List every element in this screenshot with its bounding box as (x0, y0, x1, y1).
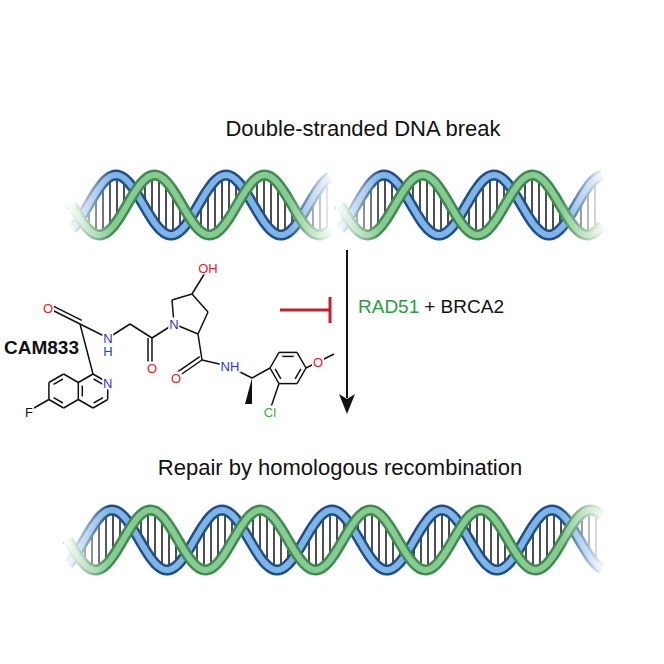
compound-name: CAM833 (4, 337, 79, 359)
atom-label: OH (197, 262, 219, 275)
bond (78, 400, 93, 409)
strand-outline (68, 510, 602, 570)
bond (279, 383, 297, 385)
atom-label: O (146, 362, 158, 375)
protein-name: + BRCA2 (424, 296, 504, 318)
bond (50, 304, 82, 320)
bond (78, 383, 80, 400)
bond (295, 369, 301, 379)
bond (49, 400, 64, 409)
atom-label: N (102, 376, 113, 389)
bond (270, 352, 279, 368)
bond (198, 312, 208, 334)
bond (94, 398, 103, 403)
fade (561, 160, 606, 250)
inhibition-tee (329, 297, 332, 323)
bond (49, 374, 64, 383)
atom-label: NH (220, 360, 241, 373)
atom-label: N (168, 318, 179, 331)
atom-label: N (102, 332, 113, 345)
inhibition-line (280, 309, 330, 312)
arrow-shaft (346, 250, 348, 398)
bond (130, 324, 152, 338)
atom-label: O (312, 356, 324, 369)
bond (297, 368, 306, 384)
inhibition-bar (280, 297, 330, 323)
fade (64, 495, 109, 585)
outcome-label: Repair by homologous recombination (158, 455, 522, 480)
fade (289, 160, 334, 250)
bond (54, 398, 63, 403)
atom-label: O (170, 372, 182, 385)
atom-label: O (42, 302, 54, 315)
bond (275, 369, 281, 379)
bond (270, 368, 279, 384)
molecule-structure (34, 268, 334, 410)
bond (54, 379, 63, 384)
atom-label: H (102, 345, 113, 358)
arrow-head (339, 394, 355, 414)
bond (80, 324, 93, 374)
bond (93, 400, 108, 409)
fade (336, 160, 381, 250)
bond (64, 400, 79, 409)
bond (48, 383, 50, 400)
bond (82, 386, 84, 397)
protein-line: RAD51+ BRCA2 (358, 296, 504, 318)
atom-label: F (24, 406, 34, 419)
dna-helix (64, 495, 606, 585)
diagram-title: Double-stranded DNA break (225, 116, 500, 141)
strand-outline (68, 510, 602, 570)
green-strand (68, 510, 602, 570)
bond (172, 294, 192, 300)
bond (34, 400, 49, 409)
fade (561, 495, 606, 585)
bond (198, 334, 202, 360)
dna-helix (68, 160, 334, 250)
bond (192, 294, 208, 312)
atom-label: Cl (263, 406, 277, 419)
protein-name: RAD51 (358, 296, 419, 318)
blue-strand (68, 510, 602, 570)
dna-helix (336, 160, 606, 250)
wedge-bond (245, 378, 252, 404)
bond (282, 356, 294, 358)
dna-helices (64, 160, 606, 585)
process-arrow (339, 250, 355, 414)
bond (252, 368, 270, 378)
bond (64, 374, 79, 383)
bond (78, 374, 93, 383)
bond (279, 352, 297, 354)
fade (68, 160, 113, 250)
bond (297, 352, 306, 368)
